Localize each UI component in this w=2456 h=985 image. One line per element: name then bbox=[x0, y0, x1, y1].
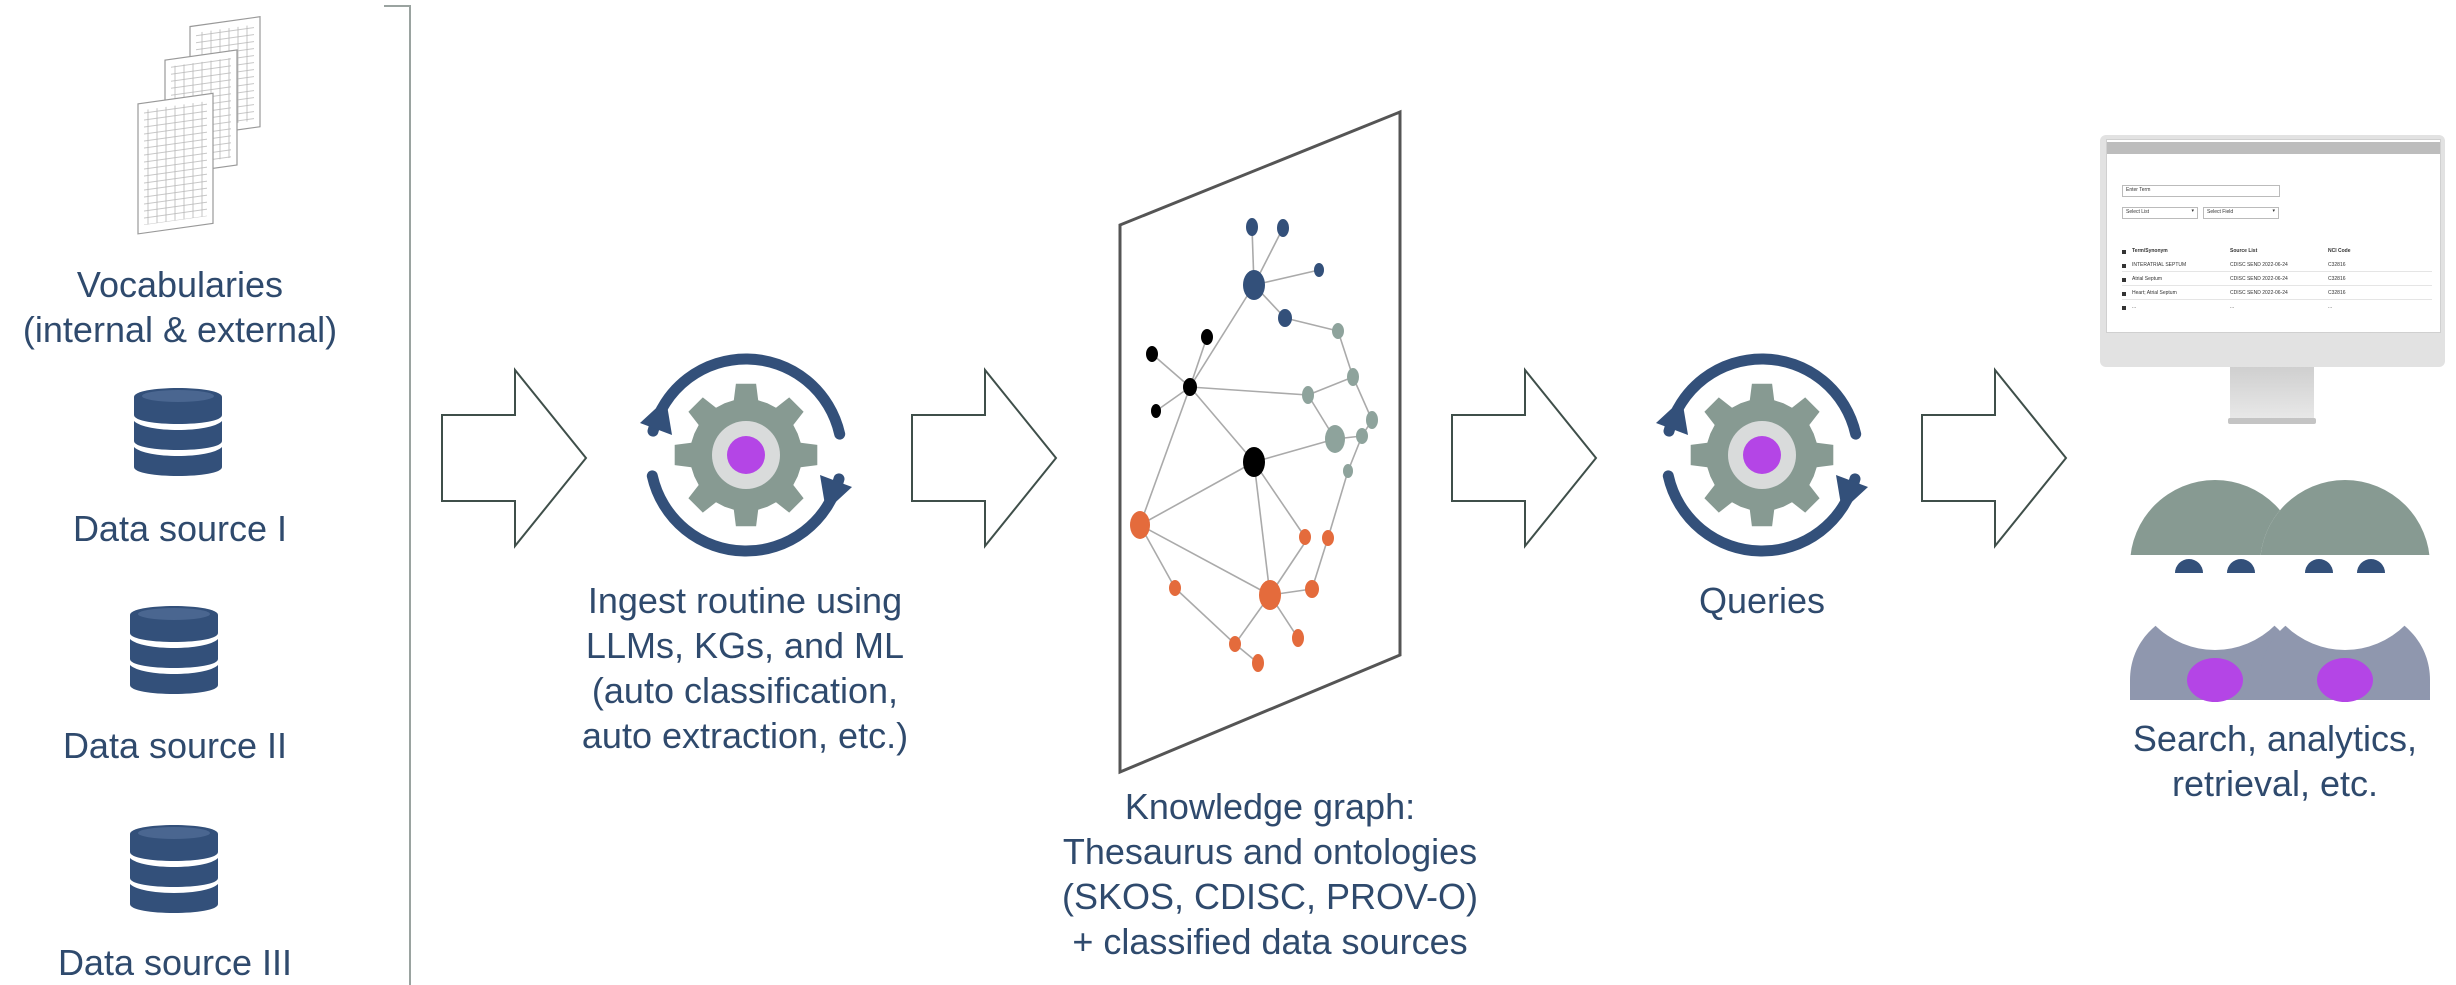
monitor-stand bbox=[2230, 367, 2314, 419]
database-icon bbox=[130, 606, 218, 694]
table-cell: INTERATRIAL SEPTUM bbox=[2132, 262, 2187, 268]
select-list-value: Select List bbox=[2126, 209, 2150, 215]
header-checkbox[interactable] bbox=[2122, 250, 2126, 254]
search-input[interactable]: Enter Term bbox=[2122, 185, 2280, 197]
knowledge-graph-icon bbox=[1118, 109, 1402, 775]
cycle-arrow bbox=[647, 353, 846, 440]
database-icon bbox=[130, 825, 218, 913]
flow-arrow-icon bbox=[1921, 367, 2068, 549]
table-cell: C32816 bbox=[2328, 290, 2346, 296]
database-icon bbox=[134, 388, 222, 476]
table-header-row: Term/Synonym Source List NCI Code bbox=[2122, 248, 2432, 257]
monitor: Enter Term Select List ▾ Select Field ▾ … bbox=[2100, 135, 2445, 427]
column-header: Term/Synonym bbox=[2132, 248, 2168, 254]
table-cell: ... bbox=[2328, 304, 2333, 310]
ingest-label: Ingest routine using LLMs, KGs, and ML (… bbox=[581, 580, 909, 756]
column-header: Source List bbox=[2230, 248, 2258, 254]
arrow-head bbox=[1836, 475, 1868, 511]
data-source-1-label: Data source I bbox=[72, 508, 288, 549]
table-cell: C32816 bbox=[2328, 276, 2346, 282]
select-field-value: Select Field bbox=[2207, 209, 2234, 215]
table-cell: CDISC SEND 2022-06-24 bbox=[2230, 276, 2288, 282]
chevron-down-icon: ▾ bbox=[2272, 208, 2275, 214]
monitor-base bbox=[2228, 418, 2316, 424]
queries-gear-cycle-icon bbox=[1656, 353, 1868, 557]
table-cell: C32816 bbox=[2328, 262, 2346, 268]
users-icon bbox=[2130, 480, 2430, 702]
vocabulary-documents-icon bbox=[137, 16, 261, 235]
flow-arrow-icon bbox=[1451, 367, 1598, 549]
table-row[interactable]: INTERATRIAL SEPTUM CDISC SEND 2022-06-24… bbox=[2122, 262, 2432, 272]
flow-arrow-icon bbox=[441, 367, 588, 549]
knowledge-graph-label: Knowledge graph: Thesaurus and ontologie… bbox=[1061, 786, 1479, 962]
ingest-gear-cycle-icon bbox=[640, 353, 852, 557]
data-source-3-label: Data source III bbox=[57, 942, 293, 983]
monitor-screen: Enter Term Select List ▾ Select Field ▾ … bbox=[2106, 139, 2441, 333]
row-checkbox[interactable] bbox=[2122, 264, 2126, 268]
select-field-dropdown[interactable]: Select Field ▾ bbox=[2203, 207, 2279, 219]
row-checkbox[interactable] bbox=[2122, 278, 2126, 282]
table-row[interactable]: ... ... ... bbox=[2122, 304, 2432, 313]
gear-center bbox=[727, 436, 765, 474]
table-cell: CDISC SEND 2022-06-24 bbox=[2230, 290, 2288, 296]
table-cell: Heart; Atrial Septum bbox=[2132, 290, 2177, 296]
table-row[interactable]: Heart; Atrial Septum CDISC SEND 2022-06-… bbox=[2122, 290, 2432, 300]
queries-label: Queries bbox=[1698, 580, 1826, 621]
arrow-head bbox=[820, 475, 852, 511]
vocabularies-label: Vocabularies (internal & external) bbox=[22, 264, 338, 350]
table-cell: ... bbox=[2132, 304, 2137, 310]
search-input-placeholder: Enter Term bbox=[2126, 187, 2151, 193]
row-checkbox[interactable] bbox=[2122, 306, 2126, 310]
table-row[interactable]: Atrial Septum CDISC SEND 2022-06-24 C328… bbox=[2122, 276, 2432, 286]
table-cell: ... bbox=[2230, 304, 2235, 310]
sources-bracket bbox=[384, 5, 411, 985]
output-label: Search, analytics, retrieval, etc. bbox=[2132, 718, 2418, 804]
cycle-arrow bbox=[1662, 470, 1861, 557]
arrow-head bbox=[640, 399, 672, 435]
table-cell: Atrial Septum bbox=[2132, 276, 2163, 282]
select-list-dropdown[interactable]: Select List ▾ bbox=[2122, 207, 2198, 219]
arrow-head bbox=[1656, 399, 1688, 435]
data-source-2-label: Data source II bbox=[62, 725, 288, 766]
cycle-arrow bbox=[646, 470, 845, 557]
chevron-down-icon: ▾ bbox=[2191, 208, 2194, 214]
cycle-arrow bbox=[1663, 353, 1862, 440]
table-cell: CDISC SEND 2022-06-24 bbox=[2230, 262, 2288, 268]
row-checkbox[interactable] bbox=[2122, 292, 2126, 296]
column-header: NCI Code bbox=[2328, 248, 2351, 254]
flow-arrow-icon bbox=[911, 367, 1058, 549]
gear-center bbox=[1743, 436, 1781, 474]
